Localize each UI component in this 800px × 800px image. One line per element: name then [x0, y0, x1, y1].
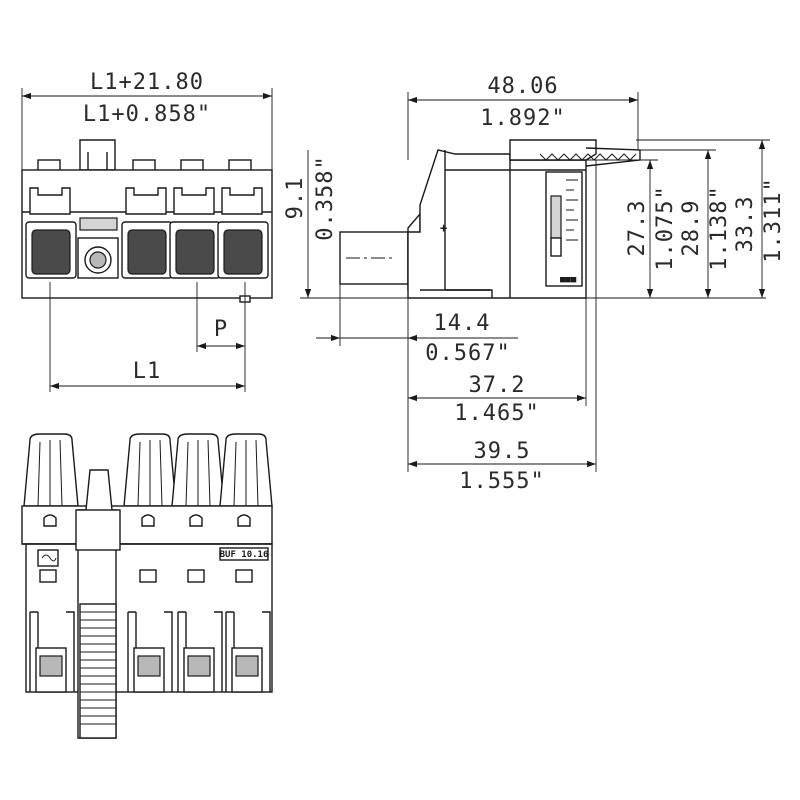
height-1-in: 1.075": [653, 185, 678, 270]
height-2-mm: 28.9: [679, 200, 704, 257]
wire-entries: [25, 221, 269, 279]
contact-slots: [29, 611, 271, 693]
height-2-in: 1.138": [707, 185, 732, 270]
plus-mark: +: [440, 221, 447, 235]
height-3-in: 1.311": [761, 177, 786, 262]
latch-depth-in: 1.555": [459, 469, 544, 494]
overall-width-mm: L1+21.80: [90, 70, 204, 95]
side-view: 48.06 1.892" 9.1 0.358" + ■■■: [283, 74, 786, 494]
product-code: BUF 10.16: [220, 550, 269, 560]
total-depth-in: 1.892": [480, 106, 565, 131]
ribbed-posts: [23, 433, 273, 507]
side-offset-mm: 9.1: [283, 177, 308, 220]
mount-holes: [43, 514, 251, 527]
height-1-mm: 27.3: [625, 200, 650, 257]
side-offset-in: 0.358": [313, 155, 338, 240]
total-depth-mm: 48.06: [487, 74, 558, 99]
side-latch: [509, 139, 641, 167]
pitch-label: P: [214, 317, 228, 342]
pin-length-mm: 14.4: [434, 311, 491, 336]
side-panel-code: ■■■: [560, 275, 577, 285]
body-depth-mm: 37.2: [469, 373, 526, 398]
spring-clamp-icon: [37, 549, 59, 567]
latch-depth-mm: 39.5: [474, 439, 531, 464]
body-depth-in: 1.465": [454, 401, 539, 426]
pin-length-in: 0.567": [425, 341, 510, 366]
bottom-view: BUF 10.16: [21, 433, 273, 739]
height-3-mm: 33.3: [733, 196, 758, 253]
front-view: L1+21.80 L1+0.858": [21, 70, 273, 392]
test-socket-icon: [77, 237, 119, 279]
length-label: L1: [133, 359, 162, 384]
center-rack: [75, 469, 121, 739]
release-buttons: [29, 187, 263, 231]
overall-width-in: L1+0.858": [83, 102, 211, 127]
